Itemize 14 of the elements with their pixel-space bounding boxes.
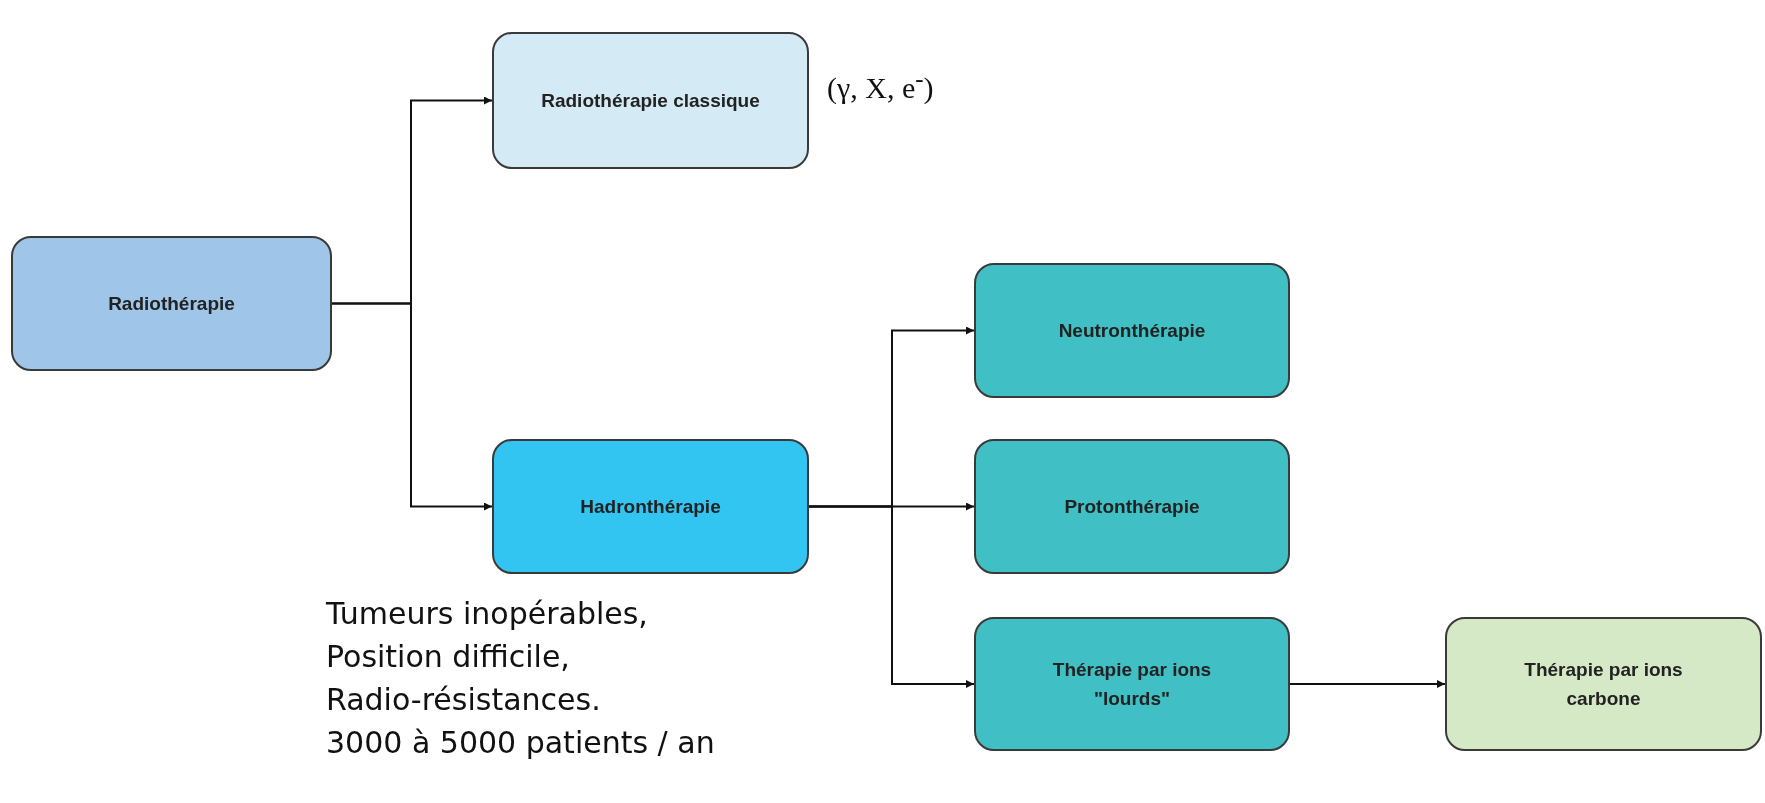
process-box: Thérapie par ions carbone — [1445, 617, 1762, 751]
arrow — [331, 302, 493, 511]
process-box: Neutronthérapie — [974, 263, 1290, 398]
note-text: Tumeurs inopérables, — [326, 595, 649, 633]
note-text: Position difficile, — [326, 638, 571, 676]
particle-note: (γ, X, e$^{-}$) — [827, 64, 934, 106]
arrow — [808, 505, 975, 688]
note-text: 3000 à 5000 patients / an — [326, 724, 715, 762]
note-text: Radio-résistances. — [326, 681, 602, 719]
process-box: Thérapie par ions "lourds" — [974, 617, 1290, 751]
arrow — [1289, 680, 1446, 688]
process-box: Protonthérapie — [974, 439, 1290, 574]
process-box: Hadronthérapie — [492, 439, 809, 574]
process-box: Radiothérapie — [11, 236, 332, 371]
